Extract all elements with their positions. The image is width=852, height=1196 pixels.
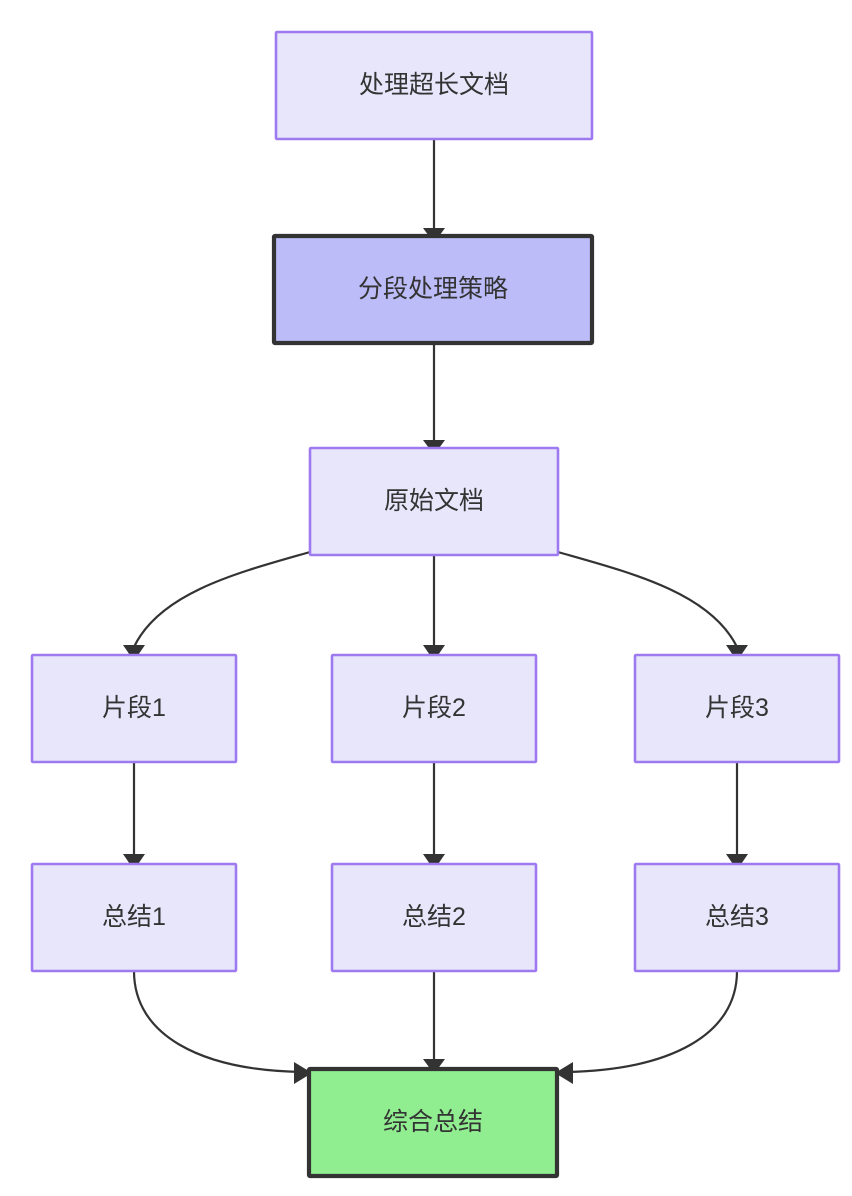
flow-node-doc-longform[interactable]: 处理超长文档 [274, 30, 594, 141]
flow-node-summary-2[interactable]: 总结2 [330, 862, 538, 973]
node-label: 综合总结 [383, 1108, 483, 1136]
node-label: 总结1 [102, 903, 166, 931]
node-label: 总结2 [402, 903, 466, 931]
flow-node-source-doc[interactable]: 原始文档 [308, 446, 560, 557]
node-box [633, 653, 841, 764]
flow-node-fragment-1[interactable]: 片段1 [30, 653, 238, 764]
node-box [330, 653, 538, 764]
node-box [30, 653, 238, 764]
flow-edge [132, 970, 302, 1074]
node-box [633, 862, 841, 973]
node-box [271, 233, 595, 346]
node-label: 总结3 [705, 903, 769, 931]
flow-node-fragment-2[interactable]: 片段2 [330, 653, 538, 764]
flow-node-summary-3[interactable]: 总结3 [633, 862, 841, 973]
node-box [306, 1066, 560, 1179]
node-box [330, 862, 538, 973]
arrow-head-icon [423, 645, 445, 661]
flow-edge [557, 550, 738, 648]
arrow-head-icon [726, 854, 748, 870]
node-box [30, 862, 238, 973]
arrowhead-layer [123, 228, 748, 1084]
arrow-head-icon [294, 1062, 312, 1084]
flow-node-chunk-strategy[interactable]: 分段处理策略 [271, 233, 595, 346]
node-label: 处理超长文档 [359, 71, 509, 99]
node-box [308, 446, 560, 557]
node-box [274, 30, 594, 141]
arrow-head-icon [123, 854, 145, 870]
arrow-head-icon [423, 1059, 445, 1074]
arrow-head-icon [123, 645, 145, 661]
edge-layer [132, 139, 739, 1074]
arrow-head-icon [423, 854, 445, 870]
flow-edge [565, 970, 739, 1074]
node-label: 片段2 [402, 694, 466, 722]
arrow-head-icon [555, 1062, 573, 1084]
flow-edge [133, 550, 311, 648]
flow-node-final-summary[interactable]: 综合总结 [306, 1066, 560, 1179]
flow-node-summary-1[interactable]: 总结1 [30, 862, 238, 973]
node-label: 原始文档 [384, 487, 484, 515]
node-label: 片段3 [705, 694, 769, 722]
flow-node-fragment-3[interactable]: 片段3 [633, 653, 841, 764]
node-label: 片段1 [102, 694, 166, 722]
node-label: 分段处理策略 [358, 275, 508, 303]
arrow-head-icon [726, 645, 748, 661]
